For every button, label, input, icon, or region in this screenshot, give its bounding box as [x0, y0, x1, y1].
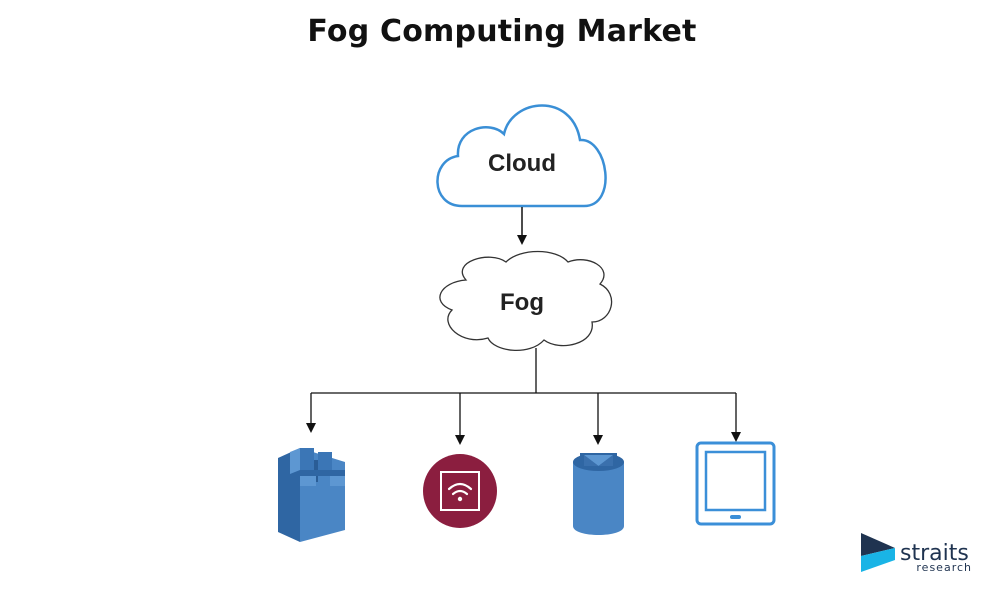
wifi-router-icon — [423, 454, 497, 528]
connector-tree — [306, 348, 741, 445]
brand-name: straits — [900, 541, 969, 566]
fog-label: Fog — [500, 289, 544, 316]
storage-blocks-icon — [278, 448, 345, 542]
cloud-label: Cloud — [488, 150, 556, 177]
straits-research-logo: straits research — [861, 533, 972, 574]
fog-shape — [439, 250, 613, 352]
fog-node: Fog — [439, 250, 613, 352]
database-mail-icon — [573, 453, 624, 535]
logo-mark-dark — [861, 533, 895, 556]
cloud-shape — [436, 104, 607, 208]
cloud-node: Cloud — [436, 104, 607, 208]
page-title: Fog Computing Market — [307, 14, 697, 49]
logo-mark-cyan — [861, 548, 895, 572]
tablet-icon — [695, 441, 776, 526]
brand-sub: research — [916, 561, 972, 574]
